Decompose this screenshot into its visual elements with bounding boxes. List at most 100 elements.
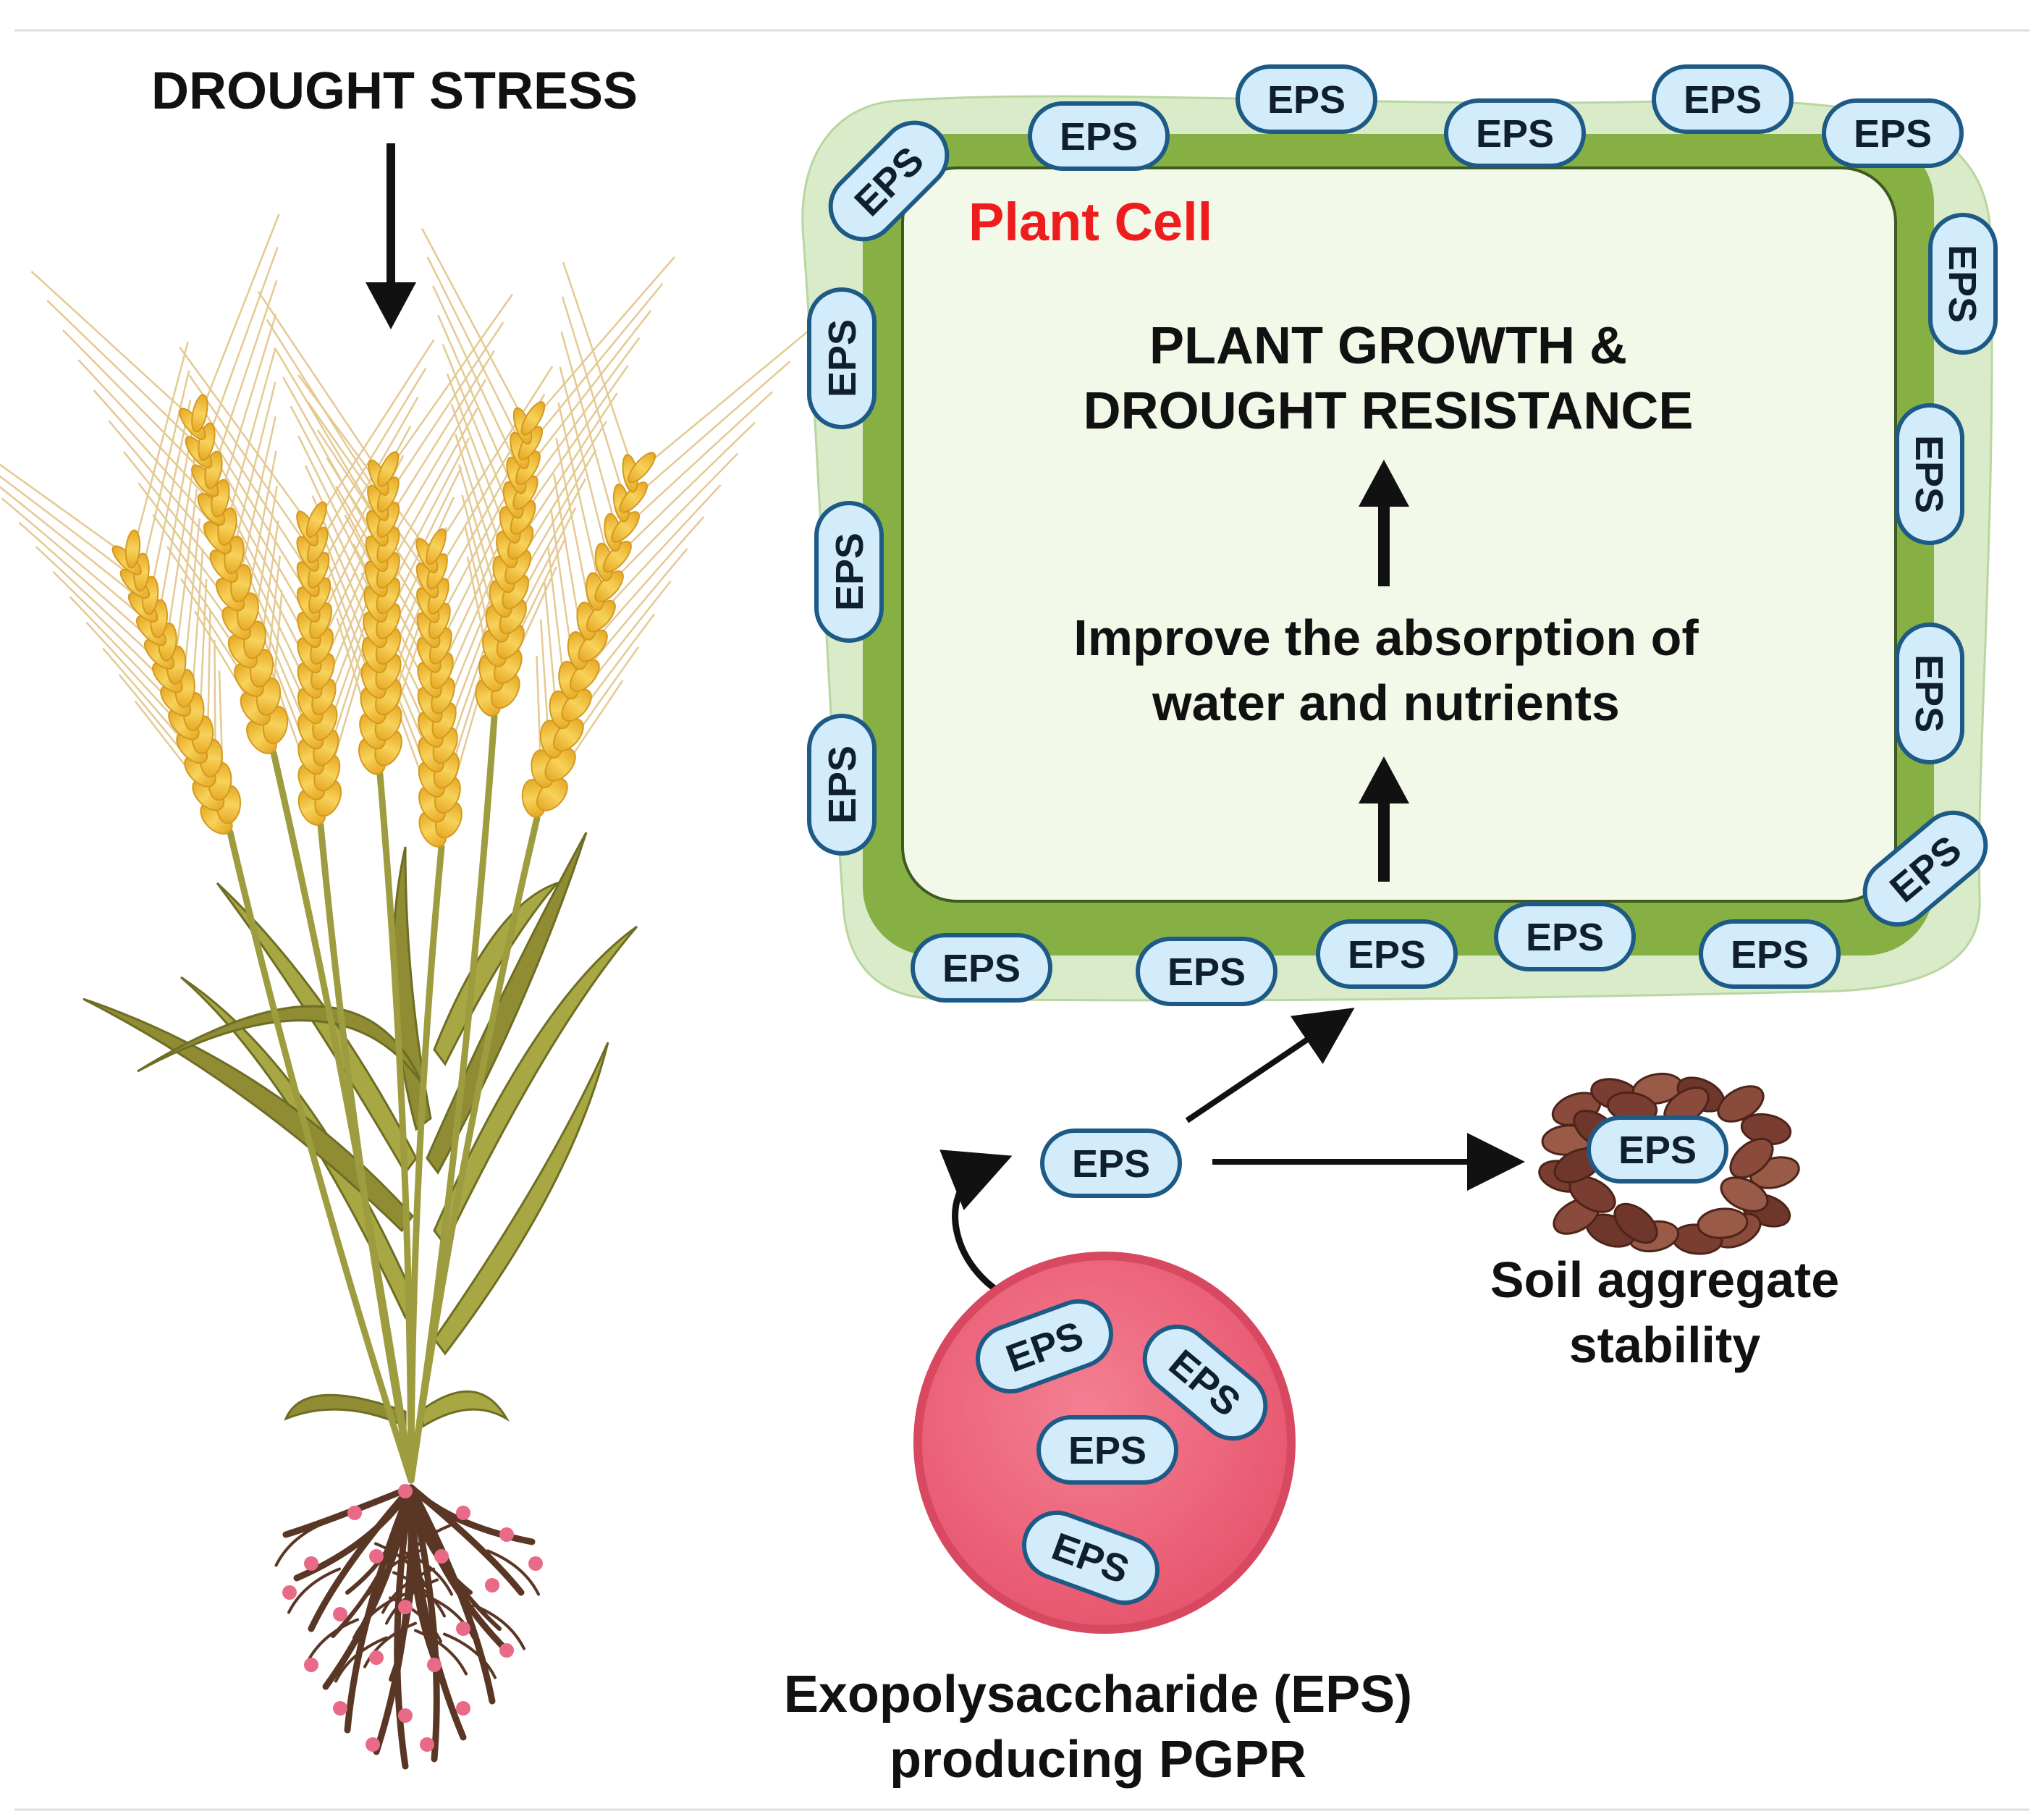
wheat-awn [426,256,525,452]
wheat-awn [138,370,190,583]
wheat-spike [415,528,463,848]
eps-label: EPS [1267,78,1346,122]
wheat-leaf [418,1390,510,1428]
wheat-awn [515,364,629,526]
eps-bacterium-4: EPS [1022,1510,1160,1606]
wheat-awn [188,374,314,554]
wheat-leaf [284,1393,407,1428]
wheat-awn [311,339,435,529]
soil-particle [1729,1137,1774,1179]
eps-cell-4: EPS [1444,98,1586,168]
wheat-spike [296,501,342,826]
wheat-plant-illustration [0,214,808,1770]
wheat-stem [317,822,415,1484]
eps-label: EPS [942,947,1021,990]
root-bacterium-dot [398,1708,413,1723]
eps-label: EPS [1348,933,1426,976]
wheat-awn [381,350,496,529]
growth-label-line1: PLANT GROWTH & [1149,317,1627,375]
wheat-awn [560,331,619,534]
eps-label: EPS [821,319,864,397]
wheat-stem [407,814,541,1484]
eps-cell-3: EPS [1236,64,1377,134]
root-bacterium-dot [456,1621,470,1636]
wheat-awn [432,285,523,477]
wheat-rootlet [305,1618,359,1665]
eps-label: EPS [1907,435,1951,513]
wheat-root [308,1484,415,1632]
wheat-awn [583,515,705,654]
wheat-rootlet [287,1567,341,1614]
root-bacterium-dot [499,1527,514,1542]
eps-cell-13: EPS [1316,919,1458,989]
wheat-stems [227,713,541,1484]
wheat-awn [382,321,504,504]
drought-arrow-head [366,282,416,329]
root-bacterium-dot [434,1549,449,1564]
eps-label: EPS [821,746,864,824]
wheat-awn [156,429,193,629]
wheat-rootlet [334,1636,388,1683]
soil-particle [1697,1207,1749,1239]
root-bacterium-dot [304,1556,318,1571]
eps-cell-12: EPS [1494,902,1636,971]
eps-cell-16: EPS [807,714,877,856]
wheat-awn [62,329,211,481]
eps-cell-18: EPS [807,287,877,429]
wheat-awn [130,341,189,560]
drought-stress-label: DROUGHT STRESS [151,62,638,120]
wheat-root [409,1485,502,1631]
wheat-root [344,1484,415,1734]
wheat-stem [407,843,445,1484]
secreted-eps: EPS [1040,1129,1182,1198]
wheat-rootlet [443,1632,497,1679]
wheat-root [331,1485,413,1638]
wheat-stem [227,829,415,1484]
eps-cell-11: EPS [1699,919,1841,989]
eps-cell-17: EPS [814,501,884,643]
wheat-rootlet [274,1520,329,1567]
eps-label: EPS [1167,950,1246,994]
wheat-awn [523,282,664,452]
eps-label: EPS [1526,916,1604,959]
wheat-spike [358,451,402,775]
wheat-awn [235,416,276,594]
root-bacterium-dot [366,1737,380,1752]
wheat-awn [0,463,132,560]
root-bacterium-dot [420,1737,434,1752]
wheat-awn [313,396,419,580]
wheat-rootlet [374,1542,428,1589]
eps-label: EPS [1476,112,1554,156]
wheat-awn [520,310,652,477]
wheat-rootlet [397,1524,452,1571]
wheat-awn [591,484,722,624]
wheat-leaf [83,997,414,1233]
eps-label: EPS [1068,1429,1146,1472]
wheat-rootlet [414,1629,468,1676]
wheat-awn [0,475,140,583]
wheat-awn [562,261,636,476]
eps-label: EPS [828,533,871,611]
growth-label-line2: DROUGHT RESISTANCE [1084,382,1694,440]
arrow-wall-to-absorption-head [1359,756,1409,803]
eps-label: EPS [1854,112,1932,156]
wheat-rootlet [381,1567,435,1614]
root-bacterium-dot [347,1506,362,1520]
absorption-label-line2: water and nutrients [1152,675,1620,731]
root-bacterium-dot [485,1578,499,1592]
wheat-awn [518,337,641,502]
wheat-awn [30,270,198,424]
root-bacterium-dot [398,1484,413,1498]
eps-label: EPS [1940,245,1984,323]
root-bacterium-dot [369,1650,384,1665]
wheat-leaf [433,925,638,1247]
wheat-awn [282,376,384,554]
eps-label: EPS [1618,1129,1697,1172]
wheat-awn [625,360,791,505]
root-bacterium-dot [333,1701,347,1716]
wheat-spike [475,401,546,717]
eps-cell-5: EPS [1652,64,1794,134]
wheat-spikes [111,394,656,848]
wheat-awn [203,246,279,452]
eps-cell-8: EPS [1895,403,1964,545]
